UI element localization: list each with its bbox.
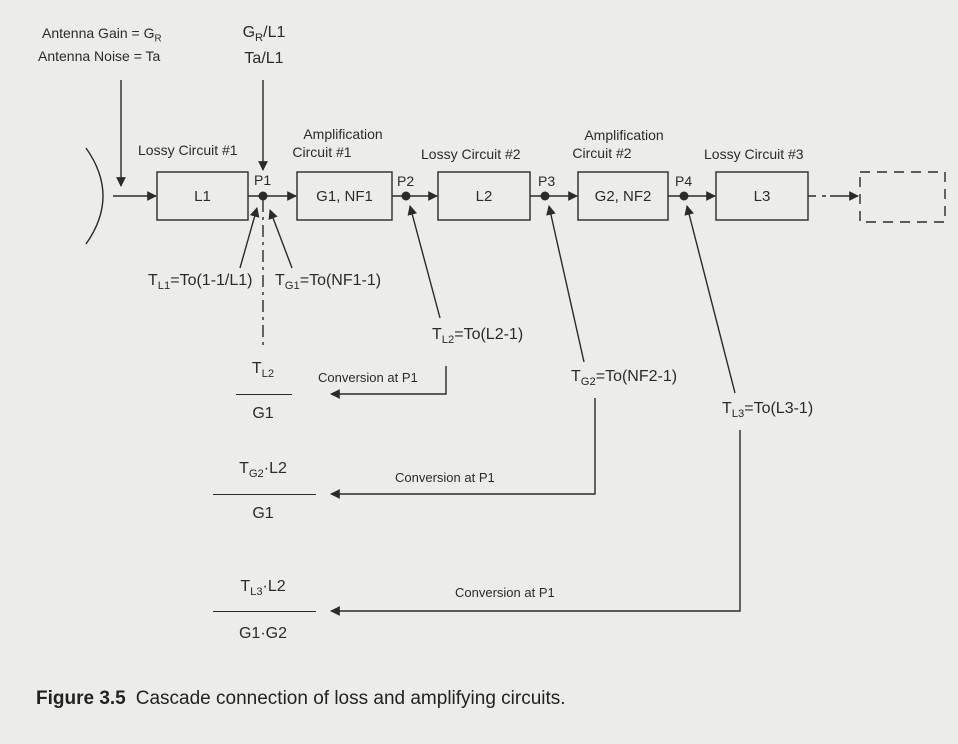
block-l3 [715, 171, 809, 221]
conversion-label-3: Conversion at P1 [455, 585, 555, 600]
conversion-path-3 [330, 430, 741, 616]
point-p4-dot [679, 191, 689, 201]
tg2-arrow [546, 205, 585, 363]
conversion-label-1: Conversion at P1 [318, 370, 418, 385]
antenna-gain-label: Antenna Gain = GR [42, 25, 162, 45]
block-l1 [156, 171, 249, 221]
fraction-3-bar [213, 611, 316, 612]
conversion-label-2: Conversion at P1 [395, 470, 495, 485]
block-g1 [296, 171, 393, 221]
tl2-arrow [407, 205, 441, 319]
point-p2-label: P2 [397, 173, 415, 189]
block-next [859, 171, 946, 223]
lossy-circuit-1-title: Lossy Circuit #1 [138, 142, 238, 158]
tg1-label: TG1=To(NF1-1) [275, 272, 382, 292]
conversion-path-2 [330, 398, 596, 499]
point-p3-label: P3 [538, 173, 556, 189]
lossy-circuit-3-title: Lossy Circuit #3 [704, 146, 804, 162]
amp-circuit-1-title-1: Amplification [303, 126, 383, 142]
point-p4-label: P4 [675, 173, 693, 189]
block-g2-label: G2, NF2 [594, 188, 652, 205]
tl3-arrow [684, 205, 736, 394]
block-g2 [577, 171, 669, 221]
block-l2 [437, 171, 531, 221]
figure-caption-text: Cascade connection of loss and amplifyin… [135, 688, 566, 709]
tg1-arrow [268, 209, 293, 269]
tl2-label: TL2=To(L2-1) [432, 326, 524, 346]
point-p1-dot [258, 191, 268, 201]
point-p1-label: P1 [254, 172, 272, 188]
antenna-noise-label: Antenna Noise = Ta [38, 48, 161, 64]
amp-circuit-2-title-1: Amplification [584, 127, 664, 143]
block-l1-label: L1 [194, 188, 211, 205]
figure-caption: Figure 3.5 Cascade connection of loss and… [36, 688, 566, 710]
point-p2-dot [401, 191, 411, 201]
fraction-1-numerator: TL2 [251, 360, 275, 380]
fraction-3-numerator: TL3·L2 [240, 578, 286, 598]
figure-number: Figure 3.5 [36, 688, 126, 709]
tl1-label: TL1=To(1-1/L1) [148, 272, 253, 292]
fraction-2-bar [213, 494, 316, 495]
top-ratio-line2: Ta/L1 [244, 50, 284, 67]
block-g1-label: G1, NF1 [316, 188, 373, 205]
antenna-dish [85, 147, 104, 245]
fraction-1-denominator: G1 [252, 405, 274, 422]
block-l3-label: L3 [753, 188, 771, 205]
fraction-2-numerator: TG2·L2 [239, 460, 287, 480]
tl3-label: TL3=To(L3-1) [722, 400, 814, 420]
block-l2-label: L2 [475, 188, 493, 205]
fraction-3-denominator: G1·G2 [238, 625, 287, 642]
conversion-path-1 [330, 366, 447, 399]
tg2-label: TG2=To(NF2-1) [571, 368, 678, 388]
fraction-1-bar [236, 394, 292, 395]
amp-circuit-1-title-2: Circuit #1 [292, 144, 352, 160]
point-p3-dot [540, 191, 550, 201]
fraction-2-denominator: G1 [252, 505, 274, 522]
tl1-arrow [239, 207, 260, 269]
lossy-circuit-2-title: Lossy Circuit #2 [421, 146, 521, 162]
top-ratio-line1: GR/L1 [242, 24, 286, 44]
amp-circuit-2-title-2: Circuit #2 [572, 145, 632, 161]
